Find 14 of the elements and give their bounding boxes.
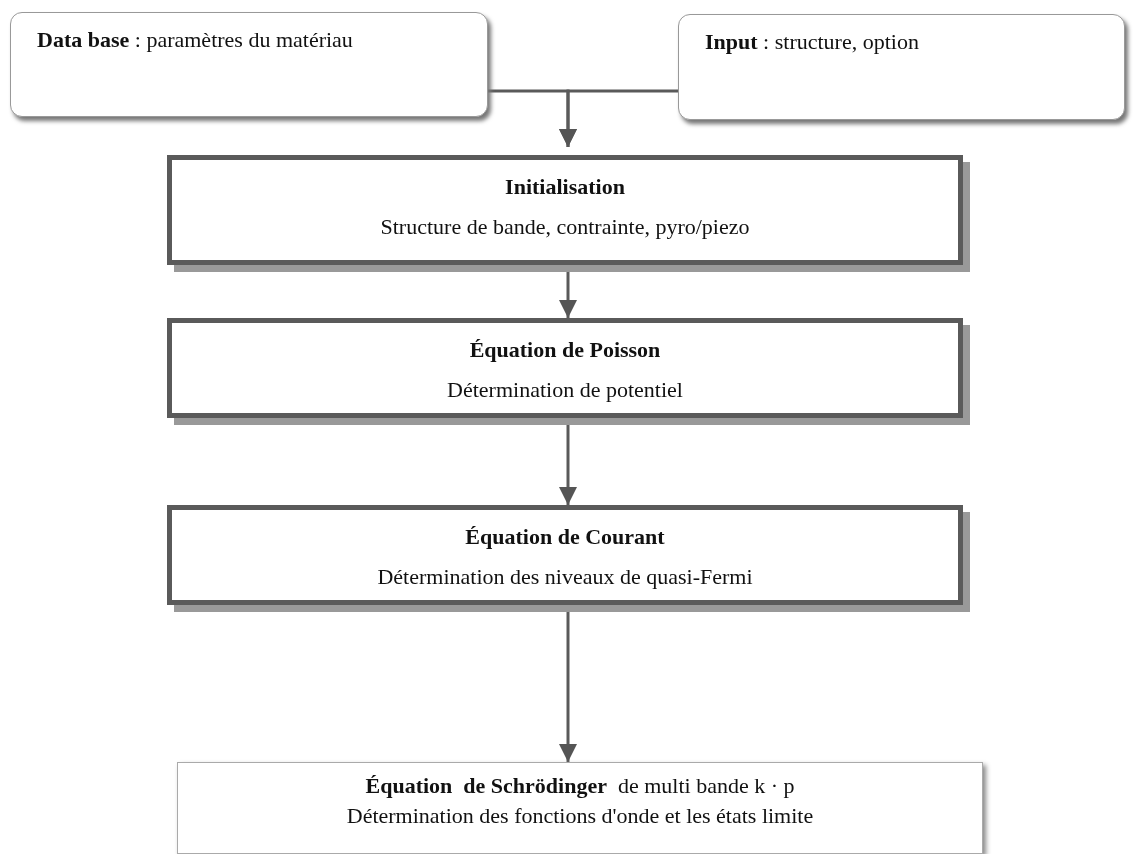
box-heading: Équation de Poisson — [468, 337, 662, 363]
arrow — [559, 89, 678, 147]
box-heading: Initialisation — [504, 174, 626, 200]
box-heading: Data base : paramètres du matériau — [37, 27, 354, 53]
box-heading: Équation de Schrödinger de multi bande k · p — [364, 773, 796, 799]
box-heading: Équation de Courant — [464, 524, 666, 550]
box-text: Détermination de potentiel — [446, 377, 684, 403]
box-heading: Input : structure, option — [705, 29, 920, 55]
input-box — [678, 14, 1125, 120]
box-text: Détermination des niveaux de quasi-Fermi — [376, 564, 754, 590]
process-box — [177, 762, 983, 854]
input-box — [10, 12, 488, 117]
box-text: Structure de bande, contrainte, pyro/piezo — [379, 214, 751, 240]
box-text: Détermination des fonctions d'onde et les états limite — [345, 803, 815, 829]
